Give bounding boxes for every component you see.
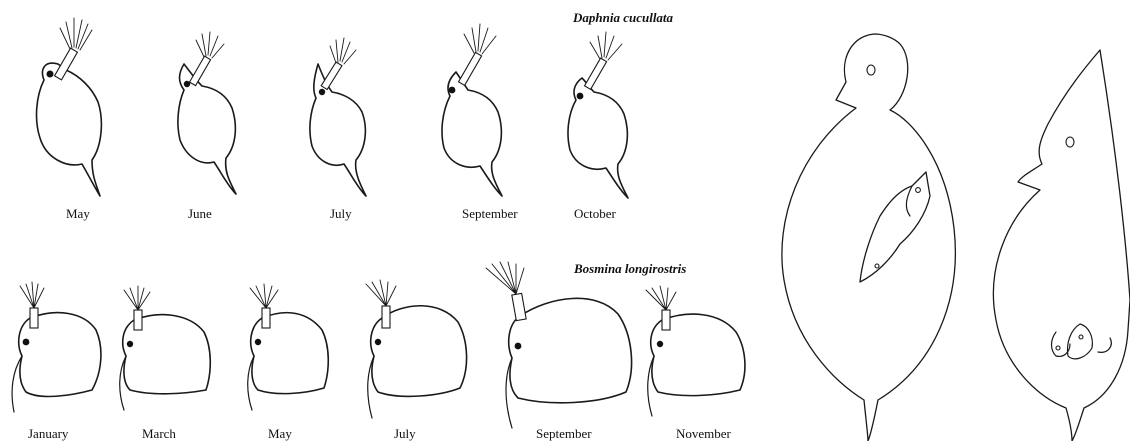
daphnia-july-drawing <box>310 38 366 196</box>
large-round-helmet-drawing <box>782 34 955 441</box>
daphnia-stage-label-october: October <box>574 206 617 221</box>
bosmina-species-title: Bosmina longirostris <box>573 261 686 276</box>
daphnia-may-drawing <box>37 18 102 196</box>
bosmina-stage-label-november: November <box>676 426 732 441</box>
bosmina-stage-label-january: January <box>28 426 69 441</box>
bosmina-stage-label-may: May <box>268 426 292 441</box>
bosmina-march-drawing <box>120 286 211 410</box>
bosmina-january-drawing <box>12 282 101 412</box>
bosmina-september-drawing <box>486 262 632 428</box>
daphnia-species-title: Daphnia cucullata <box>572 10 674 25</box>
bosmina-stage-label-september: September <box>536 426 592 441</box>
large-pointed-helmet-drawing <box>993 50 1130 441</box>
daphnia-stage-label-september: September <box>462 206 518 221</box>
daphnia-october-drawing <box>568 32 628 198</box>
bosmina-stage-label-march: March <box>142 426 176 441</box>
daphnia-stage-label-july: July <box>330 206 352 221</box>
bosmina-may-drawing <box>248 284 329 410</box>
bosmina-stage-label-july: July <box>394 426 416 441</box>
daphnia-june-drawing <box>178 32 236 194</box>
bosmina-july-drawing <box>366 280 467 418</box>
daphnia-stage-label-june: June <box>188 206 212 221</box>
daphnia-september-drawing <box>442 24 502 196</box>
bosmina-november-drawing <box>646 286 745 416</box>
daphnia-stage-label-may: May <box>66 206 90 221</box>
